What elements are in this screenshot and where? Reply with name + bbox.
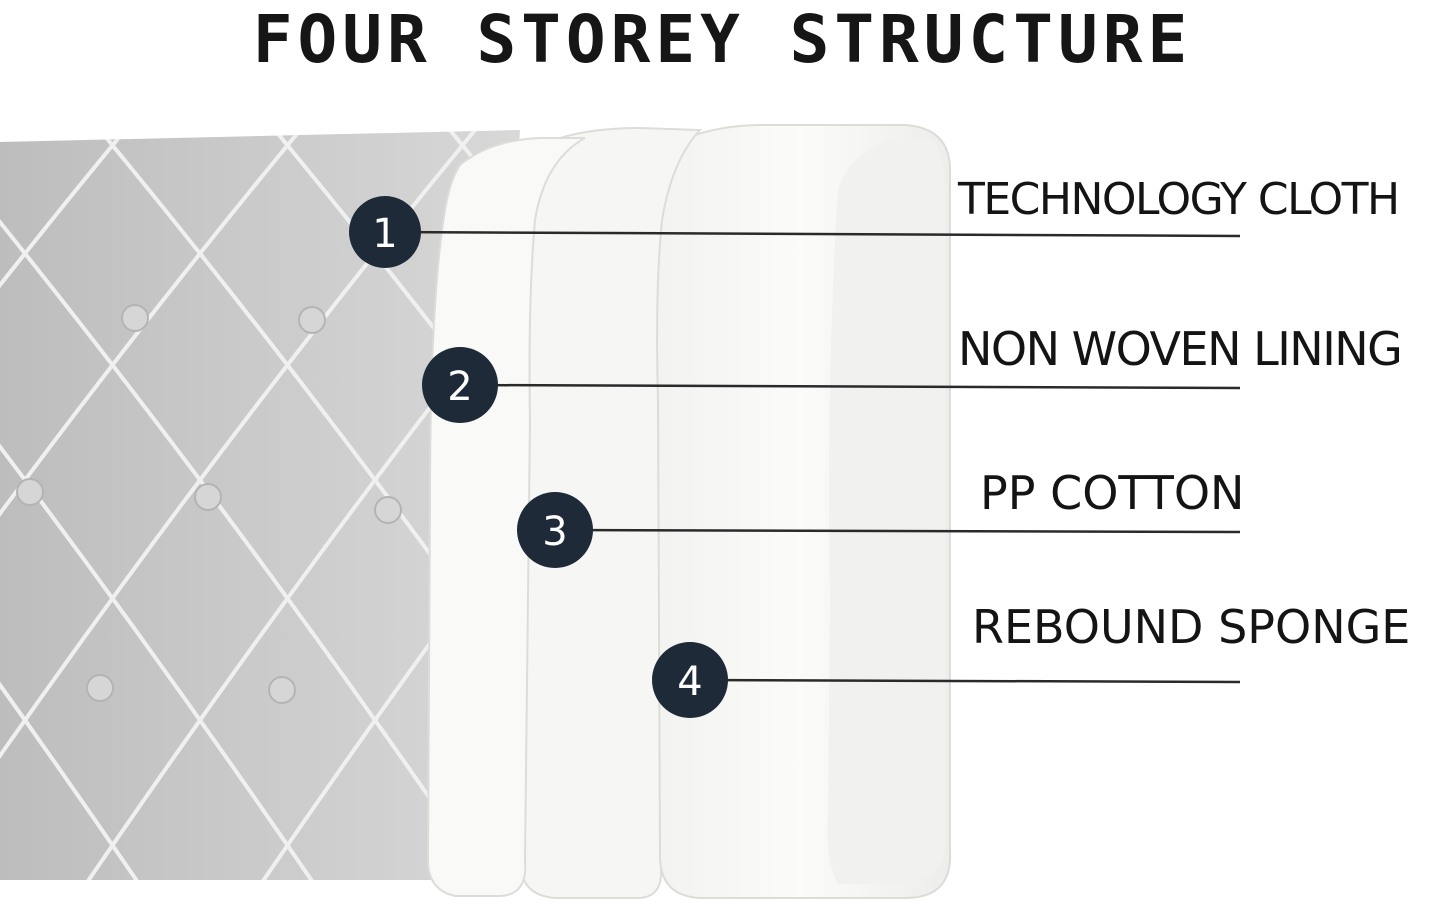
label-technology-cloth: TECHNOLOGY CLOTH [958, 174, 1400, 225]
tuft-button [86, 674, 114, 702]
stitch-line [248, 130, 520, 880]
badge-2-number: 2 [447, 364, 472, 410]
leader-lines [384, 230, 1241, 684]
tuft-button [16, 478, 44, 506]
stitch-line [0, 130, 152, 880]
badge-1-number: 1 [372, 211, 397, 257]
badge-4: 4 [652, 642, 728, 718]
sponge-inner-face [827, 138, 945, 884]
page-title: FOUR STOREY STRUCTURE [252, 1, 1193, 78]
badge-3-number: 3 [542, 509, 567, 555]
stitch-line [0, 130, 502, 880]
tuft-button [194, 483, 222, 511]
tuft-button [268, 676, 296, 704]
tuft-button [298, 306, 326, 334]
badge-3: 3 [517, 492, 593, 568]
badge-4-number: 4 [677, 659, 702, 705]
label-rebound-sponge: REBOUND SPONGE [972, 600, 1411, 654]
stitch-line [0, 130, 152, 880]
leader-line-4 [689, 678, 1241, 684]
badge-1: 1 [349, 196, 421, 268]
badge-2: 2 [422, 347, 498, 423]
label-pp-cotton: PP COTTON [980, 466, 1245, 520]
tuft-button [374, 496, 402, 524]
layer-non-woven-lining [426, 137, 586, 897]
stitch-line [73, 130, 520, 880]
leader-line-3 [554, 528, 1241, 534]
tuft-button [121, 304, 149, 332]
label-non-woven-lining: NON WOVEN LINING [958, 322, 1403, 376]
leader-line-1 [384, 230, 1241, 238]
stitch-line [248, 130, 520, 880]
leader-line-2 [459, 383, 1241, 390]
